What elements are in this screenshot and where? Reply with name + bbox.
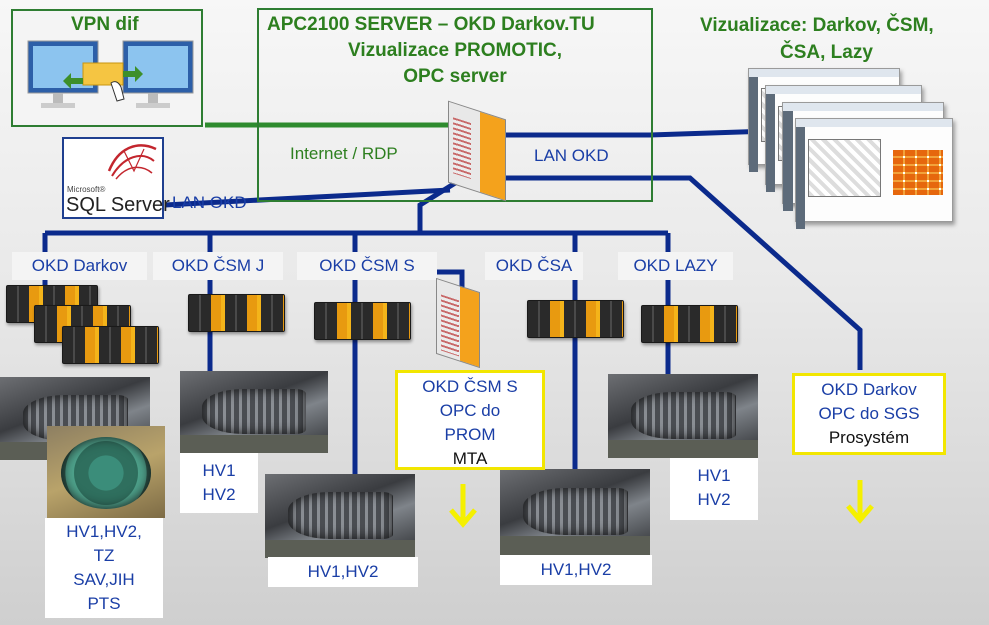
opc-server-icon — [436, 277, 480, 369]
site-label-csm-j: OKD ČSM J — [153, 252, 283, 280]
plc-module-darkov-3 — [62, 326, 159, 364]
photo-csm-j-hoist — [180, 371, 328, 453]
note-csm-s-line1: OKD ČSM S — [422, 377, 518, 396]
note-darkov-sgs: OKD Darkov OPC do SGS Prosystém — [792, 373, 946, 455]
visualization-title-line1: Vizualizace: Darkov, ČSM, — [700, 15, 934, 36]
internet-label: Internet / RDP — [290, 144, 398, 163]
note-darkov-line1: OKD Darkov — [821, 380, 917, 399]
sql-server-logo: Microsoft® SQL Server — [62, 137, 170, 219]
plc-module-csa — [527, 300, 624, 338]
photo-csa-hoist — [500, 469, 650, 555]
hv-csa-line1: HV1,HV2 — [540, 560, 612, 579]
hv-darkov-line3: SAV,JIH — [73, 570, 135, 589]
note-csm-s-line4: MTA — [452, 449, 488, 468]
note-darkov-line2: OPC do SGS — [818, 404, 920, 423]
site-label-csm-s: OKD ČSM S — [297, 252, 437, 280]
visualization-screen-4 — [795, 118, 953, 229]
hv-box-csa: HV1,HV2 — [500, 555, 652, 585]
lan-line-sgs — [505, 175, 863, 370]
hv-box-darkov: HV1,HV2, TZ SAV,JIH PTS — [45, 518, 163, 618]
lan-label-left: LAN OKD — [172, 193, 247, 212]
vpn-computers-icon — [27, 40, 194, 108]
visualization-title-line2: ČSA, Lazy — [780, 42, 873, 63]
hv-csm-s-line1: HV1,HV2 — [307, 562, 379, 581]
note-csm-s-opc: OKD ČSM S OPC do PROM MTA — [395, 370, 545, 470]
sql-server-emblem-icon — [107, 144, 157, 180]
plc-module-csm-j — [188, 294, 285, 332]
hv-box-csm-j: HV1 HV2 — [180, 453, 258, 513]
site-label-csa: OKD ČSA — [485, 252, 583, 280]
photo-csm-s-hoist — [265, 474, 415, 558]
lan-label-right: LAN OKD — [534, 146, 609, 165]
hv-lazy-line2: HV2 — [697, 490, 731, 509]
sql-server-label: SQL Server — [66, 194, 170, 216]
hv-darkov-line1: HV1,HV2, — [66, 522, 142, 541]
lan-line-trunk — [417, 177, 462, 232]
server-title-line3: OPC server — [403, 66, 507, 87]
hv-lazy-line1: HV1 — [697, 466, 731, 485]
hv-csm-j-line2: HV2 — [202, 485, 236, 504]
hv-darkov-line4: PTS — [87, 594, 121, 613]
note-csm-s-line3: PROM — [444, 425, 496, 444]
site-label-darkov: OKD Darkov — [12, 252, 147, 280]
vpn-title: VPN dif — [71, 14, 139, 35]
hv-csm-j-line1: HV1 — [202, 461, 236, 480]
down-arrow-icon-csm-s — [449, 484, 477, 528]
site-label-lazy: OKD LAZY — [618, 252, 733, 280]
server-title-line2: Vizualizace PROMOTIC, — [348, 40, 562, 61]
lan-line-sql — [164, 187, 451, 208]
hv-darkov-line2: TZ — [93, 546, 115, 565]
sql-microsoft-label: Microsoft® — [67, 185, 106, 194]
hv-box-csm-s: HV1,HV2 — [268, 557, 418, 587]
plc-module-lazy — [641, 305, 738, 343]
note-csm-s-line2: OPC do — [439, 401, 501, 420]
note-darkov-line3: Prosystém — [828, 428, 910, 447]
server-title-line1: APC2100 SERVER – OKD Darkov.TU — [267, 14, 595, 35]
hv-box-lazy: HV1 HV2 — [670, 458, 758, 520]
vpn-box: VPN dif — [11, 9, 203, 127]
down-arrow-icon-darkov — [846, 480, 874, 524]
server-box: APC2100 SERVER – OKD Darkov.TU Vizualiza… — [257, 8, 653, 202]
photo-lazy-hoist — [608, 374, 758, 458]
photo-darkov-motor — [47, 426, 165, 518]
plc-module-csm-s — [314, 302, 411, 340]
